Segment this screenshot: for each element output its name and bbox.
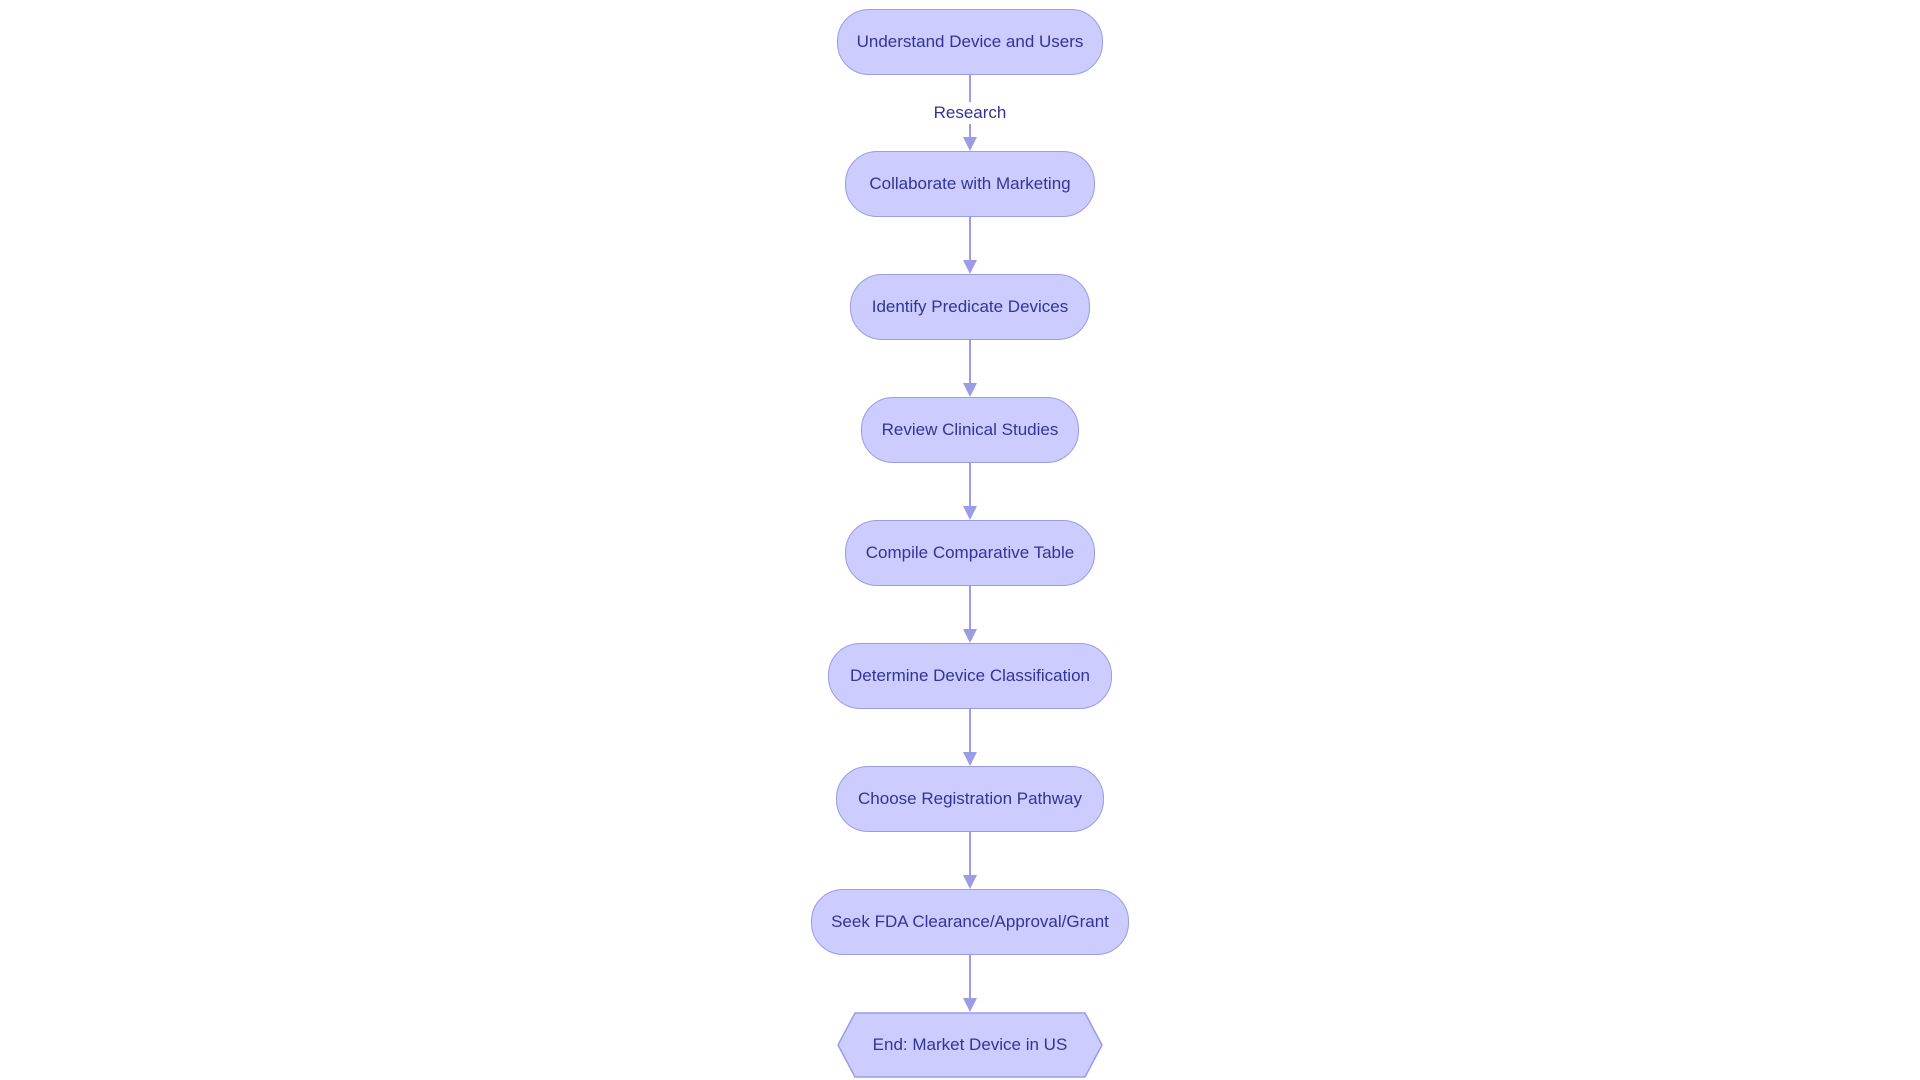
edge-seek-to-end	[963, 955, 977, 1012]
node-collaborate: Collaborate with Marketing	[845, 151, 1095, 217]
node-label: Compile Comparative Table	[865, 543, 1075, 562]
arrowhead	[963, 260, 977, 274]
node-review: Review Clinical Studies	[861, 397, 1079, 463]
node-choose: Choose Registration Pathway	[836, 766, 1104, 832]
arrowhead	[963, 383, 977, 397]
arrowhead	[963, 137, 977, 151]
node-label: Seek FDA Clearance/Approval/Grant	[831, 912, 1109, 931]
edge-determine-to-choose	[963, 709, 977, 766]
node-identify: Identify Predicate Devices	[850, 274, 1090, 340]
edge-choose-to-seek	[963, 832, 977, 889]
node-understand: Understand Device and Users	[837, 9, 1103, 75]
node-label: Choose Registration Pathway	[858, 789, 1082, 808]
arrowhead	[963, 629, 977, 643]
edge-identify-to-review	[963, 340, 977, 397]
node-label: Understand Device and Users	[856, 32, 1084, 51]
node-end: End: Market Device in US	[837, 1012, 1103, 1078]
edge-label-research: Research	[929, 102, 1011, 124]
arrowhead	[963, 506, 977, 520]
node-label: End: Market Device in US	[872, 1035, 1068, 1054]
node-compile: Compile Comparative Table	[845, 520, 1095, 586]
arrowhead	[963, 998, 977, 1012]
arrowhead	[963, 875, 977, 889]
edge-review-to-compile	[963, 463, 977, 520]
hexagon-shape	[837, 1012, 1103, 1078]
node-seek: Seek FDA Clearance/Approval/Grant	[811, 889, 1129, 955]
edge-compile-to-determine	[963, 586, 977, 643]
node-label: Identify Predicate Devices	[871, 297, 1069, 316]
node-label: Determine Device Classification	[850, 666, 1090, 685]
arrowhead	[963, 752, 977, 766]
node-label: Collaborate with Marketing	[869, 174, 1071, 193]
edge-collaborate-to-identify	[963, 217, 977, 274]
node-determine: Determine Device Classification	[828, 643, 1112, 709]
node-label: Review Clinical Studies	[881, 420, 1059, 439]
